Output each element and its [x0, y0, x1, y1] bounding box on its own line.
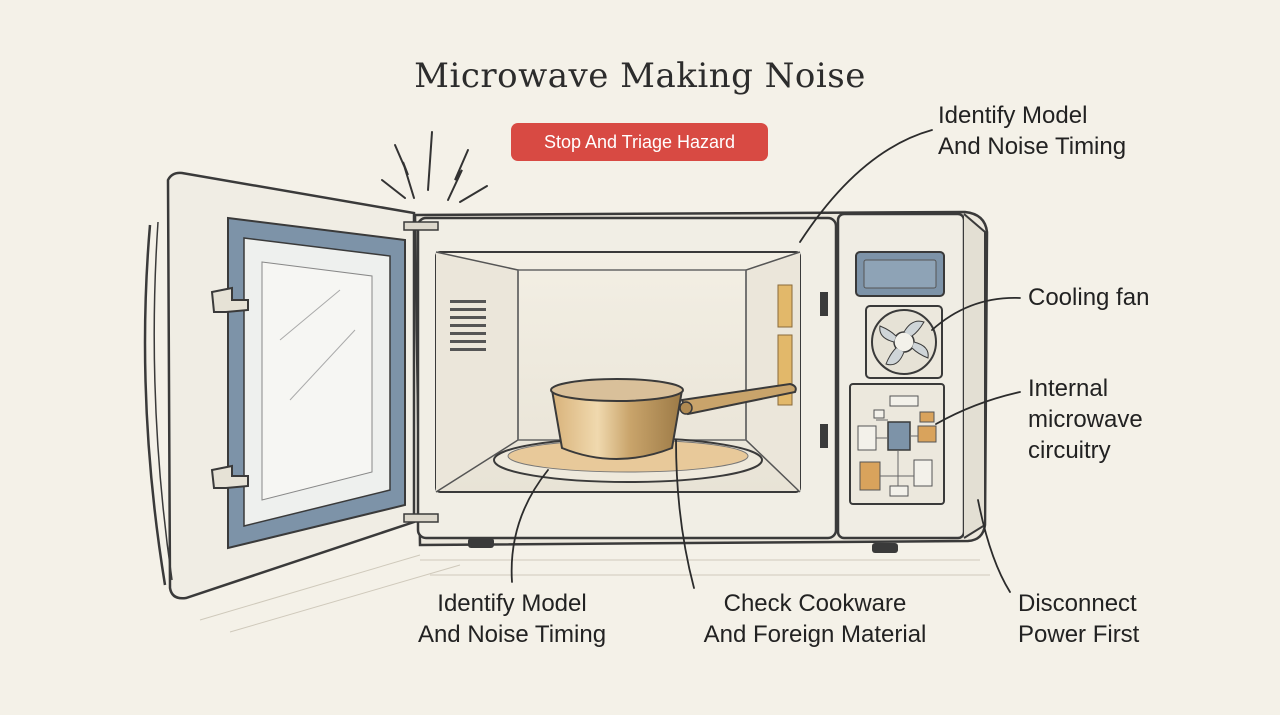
- callout-leader-lines: [510, 129, 1021, 593]
- door-latch-hooks: [210, 286, 249, 489]
- control-panel: [849, 251, 945, 505]
- callout-line: Disconnect: [1018, 590, 1137, 617]
- callout-line: And Noise Timing: [938, 133, 1127, 160]
- floor-sketch-lines: [199, 554, 990, 633]
- callout-line: Internal: [1028, 375, 1109, 402]
- callout-cooling-fan: Cooling fan: [1028, 282, 1149, 313]
- callout-line: And Noise Timing: [417, 621, 607, 648]
- callout-line: Identify Model: [437, 590, 587, 617]
- page-title: Microwave Making Noise: [414, 56, 866, 96]
- leader-bottom-left: [510, 469, 549, 583]
- callout-internal-circuitry: Internal microwave circuitry: [1028, 373, 1143, 466]
- leader-circuitry: [935, 391, 1021, 425]
- callout-check-cookware: Check Cookware And Foreign Material: [692, 588, 938, 650]
- cooking-pot: [550, 378, 797, 460]
- circuit-board-icon: [849, 383, 945, 505]
- leader-cookware: [675, 439, 695, 589]
- callout-line: Identify Model: [938, 102, 1088, 129]
- callout-identify-model-bottom: Identify Model And Noise Timing: [408, 588, 616, 650]
- callout-line: And Foreign Material: [703, 621, 927, 648]
- callout-identify-model-top: Identify Model And Noise Timing: [938, 100, 1126, 162]
- leader-power: [977, 499, 1011, 593]
- oven-cavity: [435, 251, 828, 493]
- callout-disconnect-power: Disconnect Power First: [1018, 588, 1139, 650]
- leader-top-right: [799, 129, 933, 243]
- callout-line: microwave: [1028, 406, 1143, 433]
- cooling-fan-icon: [865, 305, 943, 379]
- noise-mark-icon: [381, 131, 488, 203]
- callout-line: Check Cookware: [723, 590, 907, 617]
- callout-line: Cooling fan: [1028, 284, 1150, 311]
- leader-cooling-fan: [931, 297, 1021, 331]
- callout-line: Power First: [1018, 621, 1140, 648]
- microwave-door: [143, 171, 439, 600]
- hazard-badge: Stop And Triage Hazard: [511, 123, 768, 161]
- vent-grille: [450, 300, 486, 351]
- callout-line: circuitry: [1028, 437, 1111, 464]
